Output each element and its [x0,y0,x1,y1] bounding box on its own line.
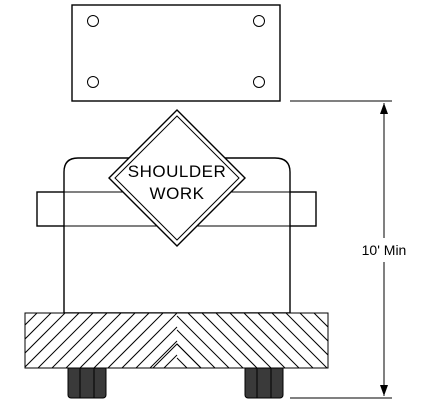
hatch-line [163,354,178,368]
sign-text-line2: WORK [150,184,205,203]
hatch-line [25,313,52,340]
hatch-line [25,313,66,354]
hatch-line [257,313,314,368]
hatch-line [215,313,272,368]
arrow-board-panel [71,4,281,102]
shoulder-work-sign: SHOULDER WORK [108,109,246,247]
hatch-line [229,313,286,368]
hatch-line [107,313,164,368]
arrowhead-up [380,103,388,114]
hatch-line [285,313,328,356]
hatch-line [79,313,136,368]
hatch-line [0,313,23,368]
hatch-line [37,313,94,368]
hatch-line [25,313,80,368]
bolt-hole-bottom-right [253,76,265,88]
hatch-line [176,329,216,368]
wheels [67,365,284,399]
right-wheel [244,365,284,399]
bolt-hole-bottom-left [87,76,99,88]
sign-text-line1: SHOULDER [128,162,226,181]
left-wheel [67,365,107,399]
bolt-hole-top-left [87,15,99,27]
hatch-line [65,313,122,368]
hatch-line [313,313,328,328]
hatch-line [93,313,150,368]
hatch-line [342,313,397,368]
arrowhead-down [380,385,388,396]
hatch-line [187,313,244,368]
hatch-line [0,313,9,368]
hatch-line [25,313,38,326]
hatch-line [271,313,328,368]
left-mirror [36,191,67,227]
hatch-line [412,313,426,368]
hatch-line [176,315,230,368]
height-dimension: 10' Min [290,100,407,399]
right-mirror [287,191,317,227]
hatch-line [370,313,425,368]
hatch-line [327,313,328,314]
hatch-line [201,313,258,368]
hatch-line [176,357,188,368]
hatch-chevron [152,343,202,368]
hatch-line [135,326,178,368]
hatch-line [149,340,178,368]
hatch-line [384,313,426,368]
hatched-bumper [0,312,426,369]
bolt-hole-top-right [253,15,265,27]
hatch-line [121,313,178,368]
dimension-label: 10' Min [362,242,407,258]
hatch-line [51,313,108,368]
hatch-line [398,313,426,368]
hatch-line [243,313,300,368]
